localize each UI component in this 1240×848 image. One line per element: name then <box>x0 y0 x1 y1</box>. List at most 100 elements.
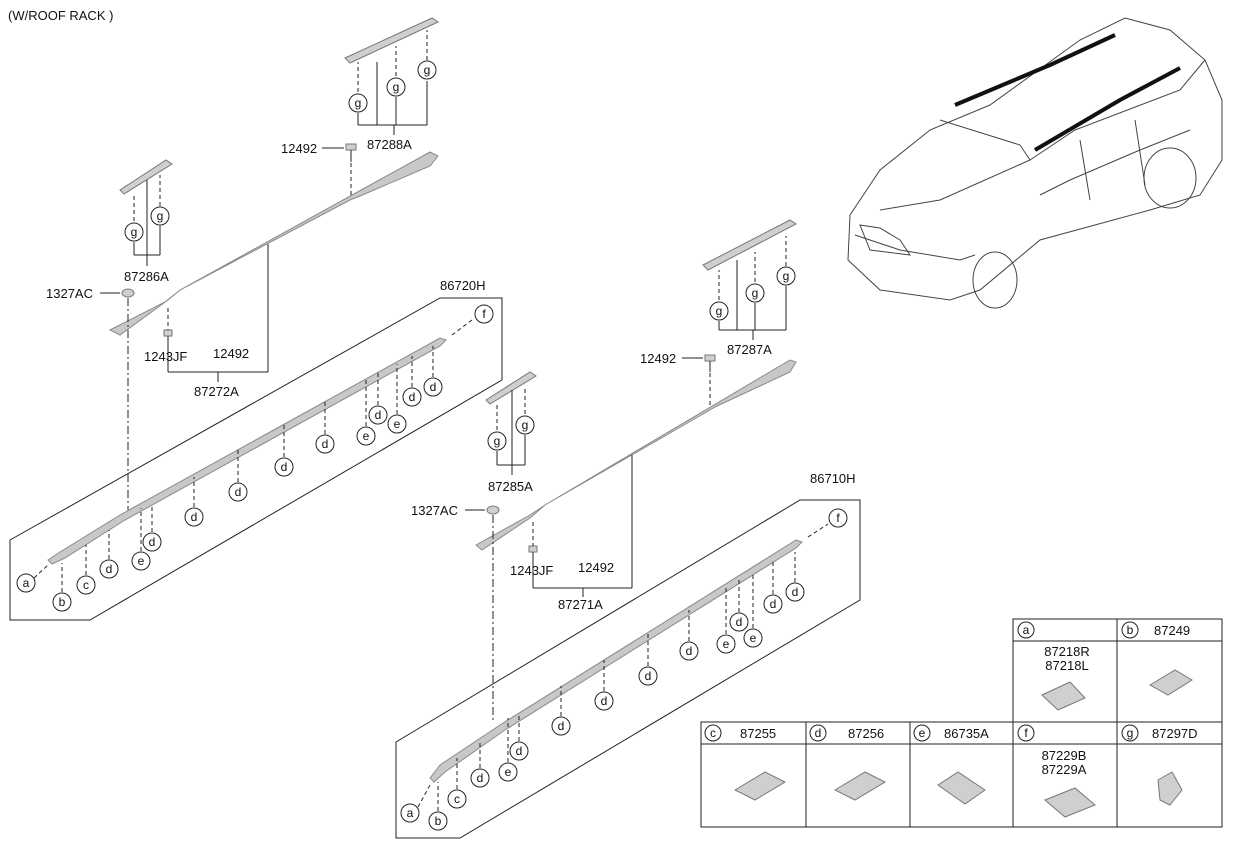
label-1327AC: 1327AC <box>46 286 93 301</box>
svg-text:g: g <box>522 418 529 432</box>
callout-c: c <box>447 789 467 809</box>
callout-d: d <box>551 716 571 736</box>
callout-d: d <box>679 641 699 661</box>
callout-d: d <box>184 507 204 527</box>
leader-87271A <box>532 455 633 597</box>
legend-cell-g: g 87297D <box>1121 724 1198 806</box>
bolt-1243JF[interactable] <box>163 329 173 346</box>
roof-rail-lower-right[interactable] <box>429 539 803 783</box>
svg-text:e: e <box>394 417 401 431</box>
callout-e: e <box>387 414 407 434</box>
callout-d: d <box>509 741 529 761</box>
callout-b: b <box>52 592 72 612</box>
rail-cover-87288A[interactable] <box>344 17 440 64</box>
callout-g: g <box>515 415 535 435</box>
diagram-heading: (W/ROOF RACK ) <box>8 8 113 23</box>
callout-d: d <box>228 482 248 502</box>
svg-text:d: d <box>601 694 608 708</box>
bolt-12492[interactable] <box>704 354 716 372</box>
callout-group-87285A <box>496 386 526 475</box>
svg-text:b: b <box>435 814 442 828</box>
svg-text:g: g <box>424 63 431 77</box>
svg-text:f: f <box>836 511 840 525</box>
callout-g: g <box>487 431 507 451</box>
svg-text:g: g <box>131 225 138 239</box>
clip-87255-icon <box>733 771 787 801</box>
svg-text:c: c <box>454 792 460 806</box>
nut-1327AC[interactable] <box>121 288 135 298</box>
callout-e: e <box>743 628 763 648</box>
svg-text:d: d <box>106 562 113 576</box>
svg-text:87256: 87256 <box>848 726 884 741</box>
rail-cover-87285A[interactable] <box>485 371 537 405</box>
svg-text:87229A: 87229A <box>1042 762 1087 777</box>
rail-cover-87287A[interactable] <box>702 219 797 271</box>
clip-87256-icon <box>833 771 887 801</box>
callout-e: e <box>498 762 518 782</box>
callout-g: g <box>709 301 729 321</box>
assembly-box-86720H <box>9 297 503 621</box>
rail-cover-87286A[interactable] <box>119 159 173 195</box>
label-12492: 12492 <box>213 346 249 361</box>
roof-rail-upper-right[interactable] <box>475 359 797 551</box>
svg-text:d: d <box>149 535 156 549</box>
clip-87297D-icon <box>1157 771 1183 806</box>
svg-text:g: g <box>355 96 362 110</box>
assembly-box-86710H <box>395 499 861 839</box>
callout-d: d <box>274 457 294 477</box>
label-1243JF: 1243JF <box>510 563 553 578</box>
svg-text:d: d <box>281 460 288 474</box>
callout-d: d <box>402 387 422 407</box>
bolt-1243JF[interactable] <box>528 545 538 562</box>
svg-text:g: g <box>752 286 759 300</box>
leader-87272A <box>167 244 269 382</box>
legend-cell-b: b 87249 <box>1121 621 1193 696</box>
svg-text:87255: 87255 <box>740 726 776 741</box>
callout-d: d <box>99 559 119 579</box>
callout-d: d <box>368 405 388 425</box>
callout-g: g <box>348 93 368 113</box>
svg-text:d: d <box>516 744 523 758</box>
label-12492: 12492 <box>578 560 614 575</box>
svg-text:f: f <box>482 307 486 321</box>
roof-rail-upper-left[interactable] <box>108 151 439 336</box>
label-87286A: 87286A <box>124 269 169 284</box>
svg-text:f: f <box>1024 726 1028 740</box>
label-87272A: 87272A <box>194 384 239 399</box>
label-86710H: 86710H <box>810 471 856 486</box>
callout-e: e <box>131 551 151 571</box>
legend-cell-d: d 87256 <box>809 724 887 801</box>
nut-1327AC[interactable] <box>486 505 500 515</box>
svg-text:87218R: 87218R <box>1044 644 1090 659</box>
svg-text:86735A: 86735A <box>944 726 989 741</box>
svg-text:d: d <box>686 644 693 658</box>
svg-text:a: a <box>1023 623 1030 637</box>
clip-87229-icon <box>1044 787 1096 818</box>
svg-text:c: c <box>710 726 716 740</box>
callout-d: d <box>638 666 658 686</box>
roof-rail-lower-left[interactable] <box>47 337 447 565</box>
svg-text:87249: 87249 <box>1154 623 1190 638</box>
legend-cell-f: f 87229B 87229A <box>1017 724 1096 818</box>
svg-text:d: d <box>409 390 416 404</box>
svg-text:g: g <box>157 209 164 223</box>
clip-87218-icon <box>1041 681 1086 711</box>
svg-text:g: g <box>494 434 501 448</box>
svg-text:e: e <box>138 554 145 568</box>
callout-g: g <box>386 77 406 97</box>
callout-d: d <box>763 594 783 614</box>
bolt-12492[interactable] <box>345 143 357 162</box>
svg-text:c: c <box>83 578 89 592</box>
svg-text:d: d <box>770 597 777 611</box>
callout-a: a <box>400 803 420 823</box>
svg-text:d: d <box>322 437 329 451</box>
callout-d: d <box>594 691 614 711</box>
callout-group-87288A <box>357 30 428 135</box>
svg-text:g: g <box>716 304 723 318</box>
callout-g: g <box>776 266 796 286</box>
label-86720H: 86720H <box>440 278 486 293</box>
svg-text:b: b <box>59 595 66 609</box>
svg-text:d: d <box>235 485 242 499</box>
svg-text:d: d <box>375 408 382 422</box>
